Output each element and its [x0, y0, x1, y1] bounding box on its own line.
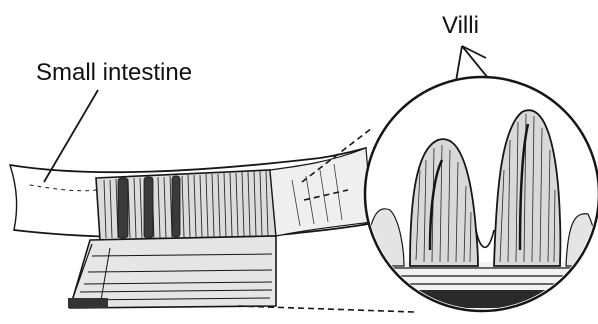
- leader-small-intestine: [44, 90, 98, 182]
- label-small-intestine: Small intestine: [36, 59, 192, 86]
- villi-magnified-view: [360, 77, 598, 322]
- leader-villi-bar: [462, 46, 486, 58]
- label-villi: Villi: [442, 12, 479, 39]
- small-intestine-tube: [10, 148, 372, 308]
